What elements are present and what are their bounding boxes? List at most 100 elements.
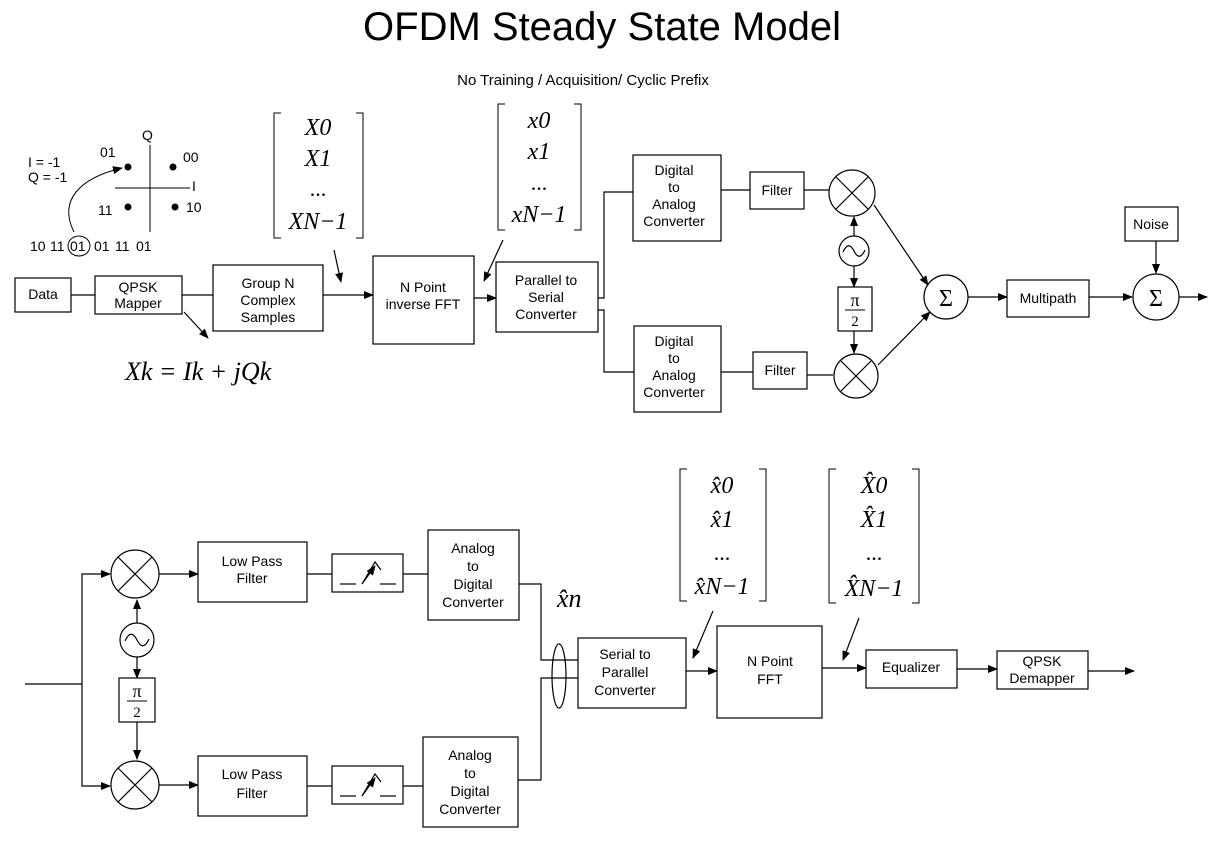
page-subtitle: No Training / Acquisition/ Cyclic Prefix	[457, 72, 709, 89]
sampler-bottom-block	[331, 765, 404, 805]
svg-text:Filter: Filter	[236, 570, 267, 586]
vector-X: X0 X1 ... XN−1	[273, 112, 364, 239]
parallel-to-serial-block	[495, 261, 599, 333]
tx-mixer-top	[828, 169, 876, 217]
noise-summer: Σ	[1132, 273, 1180, 321]
svg-text:X̂0: X̂0	[860, 472, 888, 499]
svg-text:to: to	[467, 558, 479, 574]
svg-text:Analog: Analog	[652, 367, 696, 383]
svg-text:to: to	[464, 765, 476, 781]
svg-text:Converter: Converter	[643, 213, 705, 229]
svg-text:Σ: Σ	[1149, 286, 1163, 312]
svg-text:Converter: Converter	[594, 682, 656, 698]
rx-oscillator	[119, 622, 155, 658]
svg-text:Converter: Converter	[442, 594, 504, 610]
group-samples-block	[212, 264, 324, 332]
svg-text:Digital: Digital	[655, 162, 694, 178]
svg-text:X0: X0	[304, 115, 332, 141]
sampler-top-block	[331, 553, 404, 593]
svg-text:...: ...	[531, 170, 548, 195]
vector-x-hat: x̂0 x̂1 ... x̂N−1	[679, 468, 767, 602]
svg-text:Multipath: Multipath	[1020, 290, 1077, 306]
svg-text:x0: x0	[527, 108, 551, 134]
svg-text:QPSK: QPSK	[119, 279, 159, 295]
filter-bottom-block	[752, 351, 808, 390]
svg-text:Analog: Analog	[448, 747, 492, 763]
i-value-label: I = -1	[28, 154, 61, 170]
svg-text:FFT: FFT	[757, 671, 783, 687]
svg-text:Converter: Converter	[643, 384, 705, 400]
svg-text:01: 01	[70, 238, 86, 254]
dac-top-block	[632, 154, 722, 242]
lpf-bottom-block	[197, 755, 308, 817]
svg-text:Data: Data	[28, 286, 58, 302]
svg-text:11: 11	[50, 238, 65, 254]
svg-text:Analog: Analog	[652, 196, 696, 212]
tx-summer: Σ	[923, 274, 969, 320]
svg-text:x1: x1	[527, 139, 551, 165]
svg-text:Demapper: Demapper	[1009, 670, 1075, 686]
point-label-00: 00	[183, 149, 199, 165]
svg-text:N Point: N Point	[400, 279, 446, 295]
svg-text:x̂0: x̂0	[710, 473, 734, 499]
qpsk-mapper-block	[94, 275, 183, 315]
svg-text:Low Pass: Low Pass	[222, 766, 283, 782]
svg-text:X̂1: X̂1	[860, 506, 888, 533]
serial-to-parallel-block	[577, 637, 687, 709]
svg-text:Analog: Analog	[451, 540, 495, 556]
fft-block	[716, 625, 823, 719]
svg-text:X̂N−1: X̂N−1	[844, 575, 904, 602]
svg-text:Equalizer: Equalizer	[882, 659, 941, 675]
svg-text:Converter: Converter	[515, 306, 577, 322]
svg-text:Mapper: Mapper	[114, 295, 162, 311]
svg-text:xN−1: xN−1	[511, 202, 567, 228]
point-label-11: 11	[98, 202, 113, 218]
data-source-block	[14, 277, 72, 313]
svg-text:π: π	[850, 290, 859, 310]
svg-text:Noise: Noise	[1133, 216, 1169, 232]
lpf-top-block	[197, 541, 308, 603]
svg-text:2: 2	[851, 314, 859, 330]
svg-text:01: 01	[94, 238, 110, 254]
svg-text:Complex: Complex	[240, 292, 295, 308]
x-n-hat-label: x̂n	[556, 584, 582, 613]
svg-text:...: ...	[866, 540, 883, 565]
tx-oscillator	[838, 235, 870, 267]
rx-mixer-top	[110, 549, 160, 599]
bus-bundle-marker	[551, 643, 567, 709]
svg-text:Parallel to: Parallel to	[515, 272, 577, 288]
bit-stream: 10 11 01 01 11 01	[30, 238, 152, 254]
svg-text:Converter: Converter	[439, 801, 501, 817]
q-axis-label: Q	[142, 127, 153, 143]
constellation-point-00	[169, 163, 177, 171]
rx-mixer-bottom	[110, 760, 160, 810]
svg-text:N Point: N Point	[747, 653, 793, 669]
svg-text:Serial to: Serial to	[599, 646, 651, 662]
svg-text:Group N: Group N	[242, 275, 295, 291]
multipath-block	[1006, 279, 1090, 318]
point-label-10: 10	[186, 199, 202, 215]
point-label-01: 01	[100, 144, 116, 160]
svg-text:Filter: Filter	[761, 182, 792, 198]
dac-bottom-block	[633, 325, 722, 413]
svg-text:Samples: Samples	[241, 309, 295, 325]
equalizer-block	[865, 649, 958, 689]
svg-text:Digital: Digital	[454, 576, 493, 592]
svg-text:X1: X1	[304, 146, 332, 172]
svg-text:Low Pass: Low Pass	[222, 553, 283, 569]
svg-text:Digital: Digital	[655, 333, 694, 349]
svg-text:x̂N−1: x̂N−1	[694, 574, 750, 600]
inverse-fft-block	[372, 255, 475, 345]
constellation-point-11	[124, 203, 132, 211]
constellation-point-10	[171, 203, 179, 211]
i-axis-label: I	[192, 178, 196, 194]
vector-X-hat: X̂0 X̂1 ... X̂N−1	[828, 468, 920, 604]
adc-bottom-block	[422, 736, 519, 828]
svg-text:01: 01	[136, 238, 152, 254]
svg-text:inverse FFT: inverse FFT	[386, 296, 461, 312]
svg-text:10: 10	[30, 238, 46, 254]
qpsk-constellation: Q I 01 00 11 10 I = -1 Q = -1 10 11 01 0…	[28, 127, 202, 257]
svg-text:Serial: Serial	[528, 289, 564, 305]
svg-text:Σ: Σ	[939, 286, 953, 312]
